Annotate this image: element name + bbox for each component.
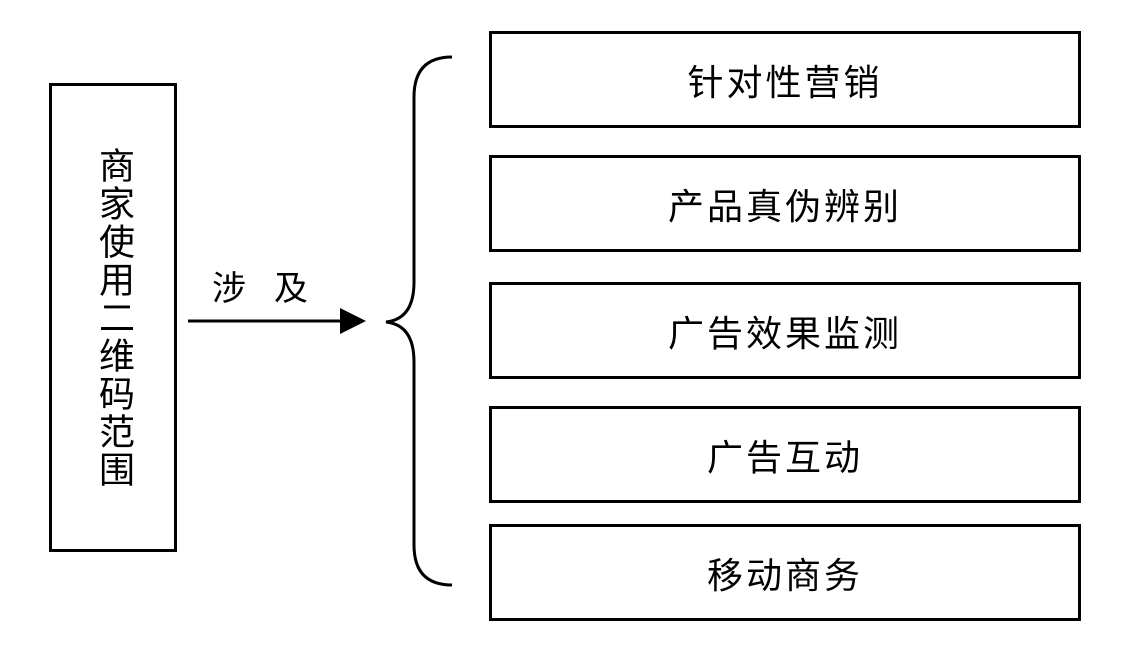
source-label: 商家使用二维码范围: [93, 146, 134, 489]
item-box-targeted-marketing: 针对性营销: [489, 31, 1081, 128]
item-label: 广告互动: [706, 437, 863, 479]
item-label: 针对性营销: [687, 62, 883, 104]
item-box-authenticity-check: 产品真伪辨别: [489, 155, 1081, 252]
item-label: 移动商务: [706, 555, 863, 597]
item-label: 产品真伪辨别: [667, 186, 902, 228]
relation-label: 涉及: [212, 269, 336, 309]
arrowhead-icon: [340, 308, 366, 334]
item-label: 广告效果监测: [667, 313, 902, 355]
item-box-ad-effect-monitoring: 广告效果监测: [489, 282, 1081, 379]
curly-brace: [385, 55, 453, 587]
source-box: 商家使用二维码范围: [49, 83, 177, 552]
item-box-mobile-commerce: 移动商务: [489, 524, 1081, 621]
item-box-ad-interaction: 广告互动: [489, 406, 1081, 503]
